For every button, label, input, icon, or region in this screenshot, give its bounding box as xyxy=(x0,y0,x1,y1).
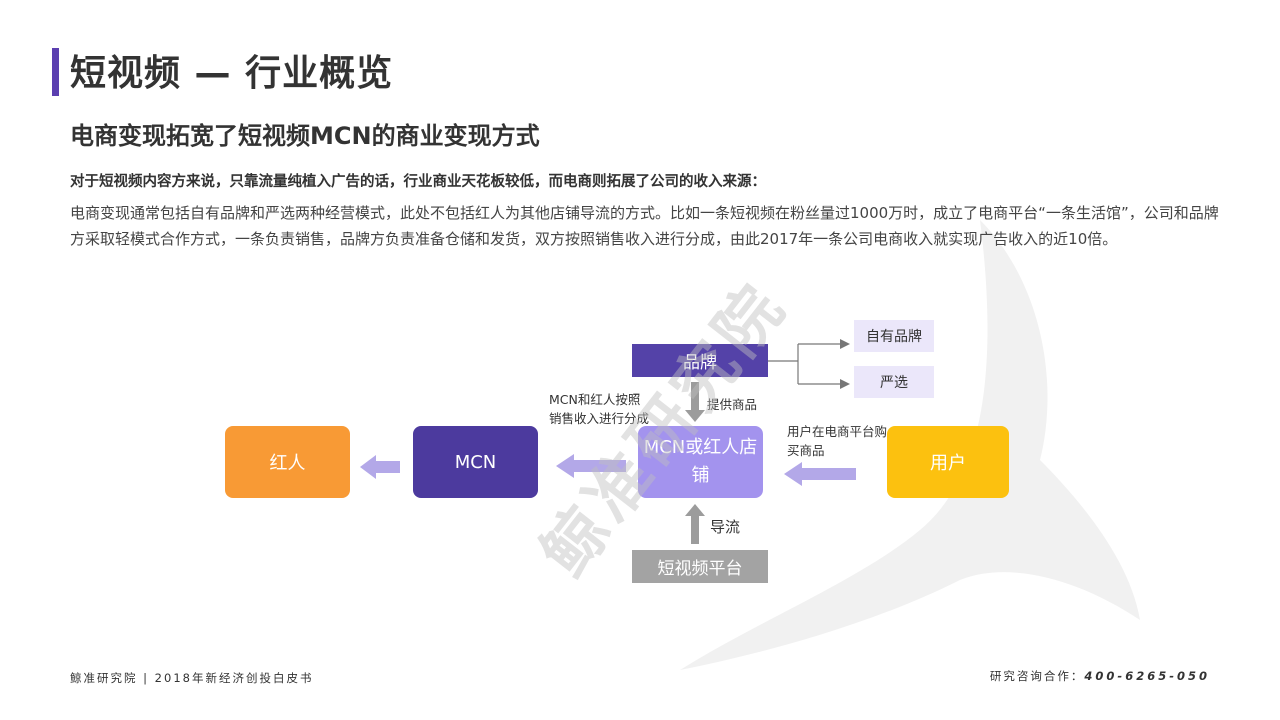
node-mcn-store: MCN或红人店铺 xyxy=(638,426,763,498)
node-user: 用户 xyxy=(887,426,1009,498)
label-user-buy: 用户在电商平台购买商品 xyxy=(787,424,888,458)
footer-contact: 研究咨询合作：400-6265-050 xyxy=(990,668,1210,684)
label-traffic-guide: 导流 xyxy=(710,518,741,536)
label-provide-goods: 提供商品 xyxy=(707,397,758,412)
node-own-brand: 自有品牌 xyxy=(854,320,934,352)
title-accent-bar xyxy=(52,48,59,96)
arrow-mcn-to-hongren xyxy=(360,455,400,479)
node-brand: 品牌 xyxy=(632,344,768,377)
arrow-brand-to-store xyxy=(685,382,705,422)
label-revenue-share: MCN和红人按照销售收入进行分成 xyxy=(549,392,650,426)
page-subtitle: 电商变现拓宽了短视频MCN的商业变现方式 xyxy=(70,122,540,150)
node-hongren: 红人 xyxy=(225,426,350,498)
node-yanxuan: 严选 xyxy=(854,366,934,398)
arrow-to-yanxuan xyxy=(840,379,850,389)
brand-branch-connector xyxy=(768,343,842,385)
page-title: 短视频 — 行业概览 xyxy=(70,53,394,94)
footer-phone: 400-6265-050 xyxy=(1084,669,1210,683)
arrow-store-to-mcn xyxy=(556,454,626,478)
body-paragraph: 电商变现通常包括自有品牌和严选两种经营模式，此处不包括红人为其他店铺导流的方式。… xyxy=(70,204,1219,248)
footer-source: 鲸准研究院 | 2018年新经济创投白皮书 xyxy=(70,671,314,685)
arrow-user-to-store xyxy=(784,462,856,486)
watermark-whale-shape xyxy=(680,220,1140,670)
node-platform: 短视频平台 xyxy=(632,550,768,583)
lead-text: 对于短视频内容方来说，只靠流量纯植入广告的话，行业商业天花板较低，而电商则拓展了… xyxy=(70,174,766,190)
node-mcn: MCN xyxy=(413,426,538,498)
arrow-to-own-brand xyxy=(840,339,850,349)
footer-contact-label: 研究咨询合作： xyxy=(989,669,1085,683)
arrow-platform-to-store xyxy=(685,504,705,544)
